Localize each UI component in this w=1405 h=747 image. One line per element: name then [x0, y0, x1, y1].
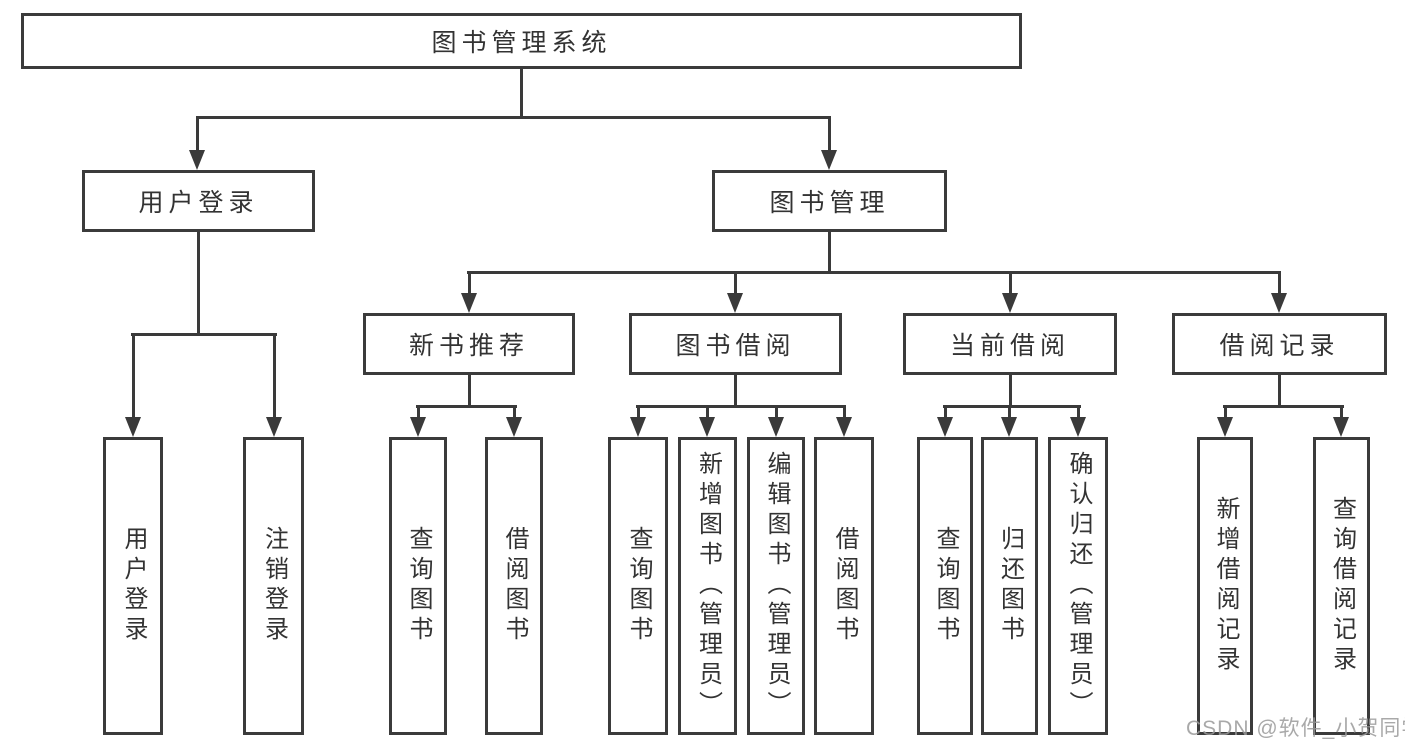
leaf-query-books-current: 查询图书 — [917, 437, 973, 735]
connector-arrow — [836, 408, 852, 437]
leaf-query-books-borrowing: 查询图书 — [608, 437, 668, 735]
connector-line — [1223, 405, 1344, 408]
arrow-down-icon — [1217, 417, 1233, 437]
leaf-add-books-admin: 新增图书（管理员） — [678, 437, 737, 735]
connector-line — [416, 405, 517, 408]
connector-arrow — [189, 119, 205, 170]
connector-stem — [1008, 274, 1012, 293]
connector-arrow — [630, 408, 646, 437]
arrow-down-icon — [1333, 417, 1349, 437]
connector-arrow — [1002, 274, 1018, 313]
node-library-management-system: 图书管理系统 — [21, 13, 1022, 69]
arrow-down-icon — [1001, 417, 1017, 437]
node-borrowing-records: 借阅记录 — [1172, 313, 1387, 375]
connector-arrow — [125, 336, 141, 437]
connector-arrow — [768, 408, 784, 437]
connector-stem — [1007, 408, 1011, 417]
leaf-user-login: 用户登录 — [103, 437, 163, 735]
leaf-confirm-return-admin: 确认归还（管理员） — [1048, 437, 1108, 735]
arrow-down-icon — [189, 150, 205, 170]
arrow-down-icon — [1070, 417, 1086, 437]
connector-stem — [512, 408, 516, 417]
node-user-login: 用户登录 — [82, 170, 315, 232]
connector-arrow — [461, 274, 477, 313]
connector-arrow — [1333, 408, 1349, 437]
connector-arrow — [699, 408, 715, 437]
node-new-book-recommendation: 新书推荐 — [363, 313, 575, 375]
connector-arrow — [1271, 274, 1287, 313]
watermark: CSDN @软件_小贺同学 — [1186, 717, 1405, 740]
connector-stem — [272, 336, 276, 417]
leaf-query-books-recommend: 查询图书 — [389, 437, 447, 735]
arrow-down-icon — [1002, 293, 1018, 313]
connector-stem — [733, 274, 737, 293]
connector-line — [828, 230, 831, 273]
arrow-down-icon — [630, 417, 646, 437]
connector-line — [943, 405, 1081, 408]
connector-arrow — [410, 408, 426, 437]
connector-line — [1009, 373, 1012, 407]
connector-stem — [131, 336, 135, 417]
connector-line — [636, 405, 846, 408]
connector-arrow — [266, 336, 282, 437]
connector-stem — [1076, 408, 1080, 417]
connector-arrow — [1001, 408, 1017, 437]
arrow-down-icon — [699, 417, 715, 437]
connector-stem — [636, 408, 640, 417]
connector-arrow — [1217, 408, 1233, 437]
leaf-return-books: 归还图书 — [981, 437, 1038, 735]
connector-arrow — [727, 274, 743, 313]
connector-line — [131, 333, 277, 336]
arrow-down-icon — [768, 417, 784, 437]
node-current-borrowing: 当前借阅 — [903, 313, 1117, 375]
connector-stem — [774, 408, 778, 417]
connector-stem — [943, 408, 947, 417]
connector-line — [468, 373, 471, 407]
connector-line — [520, 67, 523, 118]
connector-stem — [416, 408, 420, 417]
node-book-borrowing: 图书借阅 — [629, 313, 842, 375]
connector-arrow — [821, 119, 837, 170]
connector-line — [196, 116, 831, 119]
connector-arrow — [506, 408, 522, 437]
node-book-management: 图书管理 — [712, 170, 947, 232]
arrow-down-icon — [266, 417, 282, 437]
arrow-down-icon — [410, 417, 426, 437]
arrow-down-icon — [125, 417, 141, 437]
connector-line — [734, 373, 737, 407]
connector-stem — [1223, 408, 1227, 417]
leaf-query-borrow-record: 查询借阅记录 — [1313, 437, 1370, 735]
arrow-down-icon — [727, 293, 743, 313]
connector-stem — [1277, 274, 1281, 293]
connector-stem — [827, 119, 831, 150]
connector-stem — [1339, 408, 1343, 417]
leaf-add-borrow-record: 新增借阅记录 — [1197, 437, 1253, 735]
connector-stem — [195, 119, 199, 150]
connector-stem — [842, 408, 846, 417]
leaf-borrow-books-borrowing: 借阅图书 — [814, 437, 874, 735]
arrow-down-icon — [1271, 293, 1287, 313]
leaf-edit-books-admin: 编辑图书（管理员） — [747, 437, 805, 735]
arrow-down-icon — [836, 417, 852, 437]
connector-arrow — [937, 408, 953, 437]
leaf-borrow-books-recommend: 借阅图书 — [485, 437, 543, 735]
arrow-down-icon — [506, 417, 522, 437]
arrow-down-icon — [821, 150, 837, 170]
arrow-down-icon — [461, 293, 477, 313]
connector-stem — [467, 274, 471, 293]
arrow-down-icon — [937, 417, 953, 437]
connector-line — [197, 230, 200, 335]
connector-arrow — [1070, 408, 1086, 437]
connector-stem — [705, 408, 709, 417]
connector-line — [1278, 373, 1281, 407]
connector-line — [467, 271, 1281, 274]
leaf-logout: 注销登录 — [243, 437, 304, 735]
